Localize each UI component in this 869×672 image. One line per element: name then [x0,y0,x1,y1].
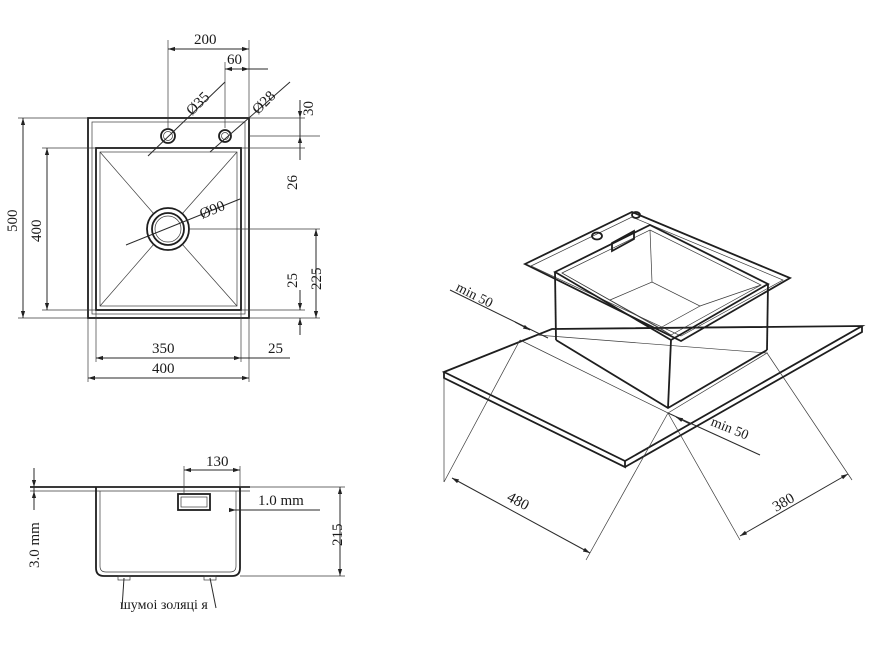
overflow-slot [177,493,211,511]
dim-350: 350 [152,341,175,357]
dim-380: 380 [770,490,797,515]
dim-400-vertical: 400 [29,220,45,243]
dim-25-vertical: 25 [285,273,301,288]
dim-130: 130 [206,454,229,470]
dim-400-horizontal: 400 [152,361,175,377]
dim-tap-hole-35: Ø35 [184,89,214,119]
dim-min-50-left: min 50 [453,280,495,311]
countertop-slab [441,325,866,463]
tap-hole-left [160,128,176,144]
dim-215: 215 [330,524,346,547]
dim-deck-thickness: 3.0 mm [27,522,43,568]
sound-insulation-label: шумоі золяці я [120,598,208,613]
sink-deck [522,211,793,343]
dim-drain-90: Ø90 [198,198,228,223]
dim-min-50-right: min 50 [709,415,751,444]
isometric-view: min 50 min 50 480 380 [441,211,866,561]
dim-200: 200 [194,32,217,48]
dim-25-horizontal: 25 [268,341,283,357]
top-view: 200 60 Ø35 Ø28 Ø90 500 400 30 26 [5,32,325,382]
dim-480: 480 [504,489,531,514]
bowl-profile [95,487,241,577]
drain-hole [146,207,190,251]
dim-30: 30 [301,101,317,116]
iso-tap-hole-right [631,211,641,219]
dim-225: 225 [309,268,325,291]
iso-tap-hole-left [591,231,603,241]
dim-wall-thickness: 1.0 mm [258,493,304,509]
tap-hole-right [218,129,232,143]
deck-outline [87,117,250,319]
dim-60: 60 [227,52,242,68]
side-view: 130 1.0 mm 3.0 mm 215 шумоі золяці я [27,454,346,613]
dim-500: 500 [5,210,21,233]
dim-26: 26 [285,175,301,191]
